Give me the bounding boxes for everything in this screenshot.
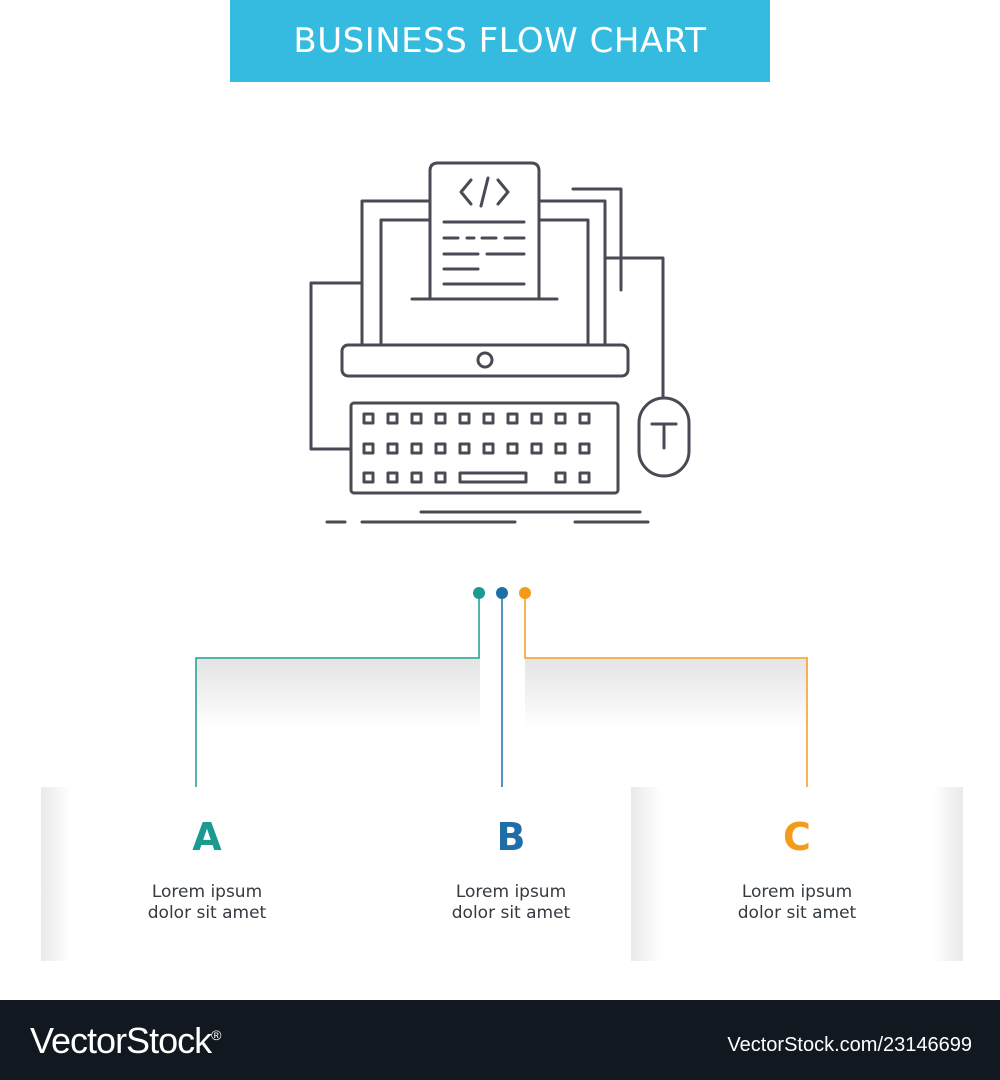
footer-bar: VectorStock® VectorStock.com/23146699 bbox=[0, 1000, 1000, 1080]
title-banner: BUSINESS FLOW CHART bbox=[230, 0, 770, 82]
connector-dot-b bbox=[496, 587, 508, 599]
option-letter-c: C bbox=[783, 815, 811, 859]
option-card-c: C Lorem ipsum dolor sit amet bbox=[631, 787, 963, 961]
connector-shading bbox=[196, 659, 807, 729]
footer-brand: VectorStock® bbox=[30, 1020, 221, 1062]
page-title: BUSINESS FLOW CHART bbox=[293, 21, 707, 61]
option-card-b: B Lorem ipsum dolor sit amet bbox=[345, 787, 677, 961]
connector-dot-a bbox=[473, 587, 485, 599]
option-card-a: A Lorem ipsum dolor sit amet bbox=[41, 787, 373, 961]
option-text-b: Lorem ipsum dolor sit amet bbox=[451, 882, 571, 923]
connector-dot-c bbox=[519, 587, 531, 599]
option-letter-a: A bbox=[192, 815, 222, 859]
flow-illustration bbox=[195, 161, 808, 798]
computer-keyboard-code-icon bbox=[309, 161, 691, 524]
option-text-a: Lorem ipsum dolor sit amet bbox=[147, 882, 267, 923]
connector-a bbox=[195, 593, 480, 798]
registered-mark: ® bbox=[211, 1027, 221, 1043]
footer-brand-name: VectorStock bbox=[30, 1020, 212, 1061]
option-letter-b: B bbox=[496, 815, 526, 859]
connector-c bbox=[524, 593, 808, 798]
footer-image-id: VectorStock.com/23146699 bbox=[727, 1034, 972, 1056]
option-text-c: Lorem ipsum dolor sit amet bbox=[737, 882, 857, 923]
